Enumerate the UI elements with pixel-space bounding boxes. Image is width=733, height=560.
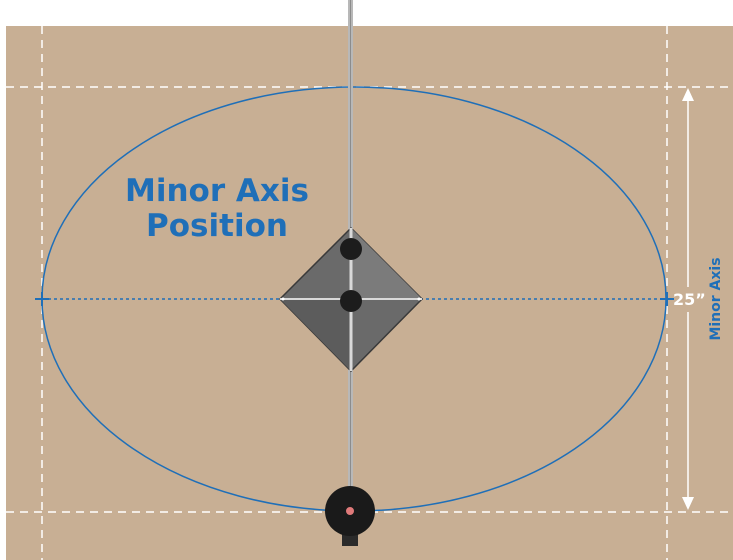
dimension-label: 25”	[673, 290, 706, 309]
double-arrow-icon	[682, 88, 694, 510]
knob-center	[340, 290, 362, 312]
cross-marker-icon	[660, 292, 674, 306]
sphere-icon	[325, 486, 375, 546]
title-line-2: Position	[146, 208, 288, 244]
diamond-body	[278, 226, 424, 373]
knob-upper	[340, 238, 362, 260]
laser-dot	[346, 507, 354, 515]
title-line-1: Minor Axis	[125, 173, 309, 209]
axis-label: Minor Axis	[708, 257, 724, 340]
cross-marker-icon	[35, 292, 49, 306]
